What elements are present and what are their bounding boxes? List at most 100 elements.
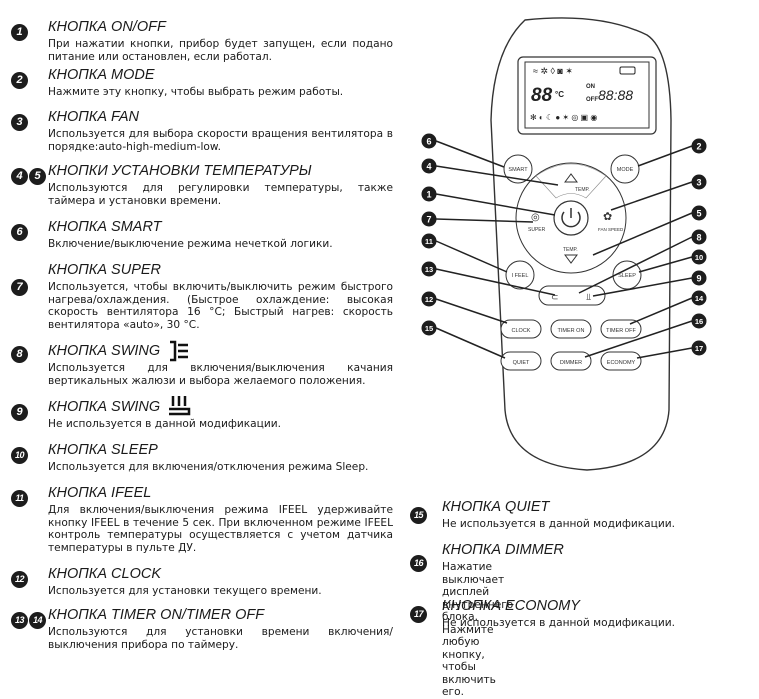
- power-icon: [561, 208, 581, 228]
- item-desc: Используется, чтобы включить/выключить р…: [48, 281, 393, 331]
- swing-vertical-icon: [170, 340, 188, 362]
- lcd-clock: 88:88: [598, 87, 633, 103]
- economy-button[interactable]: [600, 351, 642, 371]
- timer-off-button[interactable]: [600, 319, 642, 339]
- badge-10: 10: [11, 447, 28, 464]
- lcd-on-label: ON: [586, 84, 595, 90]
- timer-on-button[interactable]: [550, 319, 592, 339]
- super-label: SUPER: [528, 227, 546, 233]
- item-desc: При нажатии кнопки, прибор будет запущен…: [48, 38, 393, 63]
- item-title: КНОПКА SUPER: [48, 262, 162, 278]
- item-desc: Для включения/выключения режима IFEEL уд…: [48, 504, 393, 554]
- callout-12: 12: [425, 295, 433, 304]
- item-title: КНОПКА SWING: [48, 399, 161, 415]
- quiet-label: QUIET: [513, 360, 530, 366]
- item-desc: Не используется в данной модификации.: [442, 617, 676, 629]
- item-title: КНОПКА TIMER ON/TIMER OFF: [48, 607, 265, 623]
- svg-text:≈ ✲ ◊ ◙ ✶: ≈ ✲ ◊ ◙ ✶: [533, 66, 573, 76]
- timer-on-label: TIMER ON: [558, 328, 585, 334]
- callout-7: 7: [426, 215, 431, 225]
- badge-11: 11: [11, 490, 28, 507]
- callout-badges: 6 4 1 7 11 13 12 15 2 3 5 8 10 9 14 16 1…: [421, 133, 707, 356]
- callout-lines: [435, 140, 693, 359]
- item-desc: Не используется в данной модификации.: [442, 518, 676, 530]
- callout-13: 13: [425, 265, 433, 274]
- smart-label: SMART: [508, 167, 528, 173]
- callout-5: 5: [696, 209, 701, 219]
- swing-vertical-small-icon: ⊂: [551, 292, 559, 302]
- callout-10: 10: [695, 253, 703, 262]
- callout-6: 6: [426, 137, 431, 147]
- badge-14: 14: [29, 612, 46, 629]
- badge-16: 16: [410, 555, 427, 572]
- sleep-button[interactable]: [612, 260, 642, 290]
- swing-button[interactable]: [538, 285, 606, 306]
- badge-15: 15: [410, 507, 427, 524]
- remote-diagram: ≈ ✲ ◊ ◙ ✶ 88 °C ON OFF 88:88 ✻ ◐ ☾ ● ✶ ◎…: [421, 17, 707, 471]
- item-title: КНОПКА SMART: [48, 219, 162, 235]
- fan-label: FAN SPEED: [598, 227, 624, 232]
- smart-button[interactable]: [503, 154, 533, 184]
- timer-off-label: TIMER OFF: [606, 328, 636, 334]
- badge-6: 6: [11, 224, 28, 241]
- item-desc: Используется для выбора скорости вращени…: [48, 128, 393, 153]
- lcd-temp-unit: °C: [555, 90, 564, 99]
- swing-horizontal-icon: [169, 396, 191, 416]
- item-desc: Не используется в данной модификации.: [48, 418, 282, 430]
- item-desc: Используется для установки текущего врем…: [48, 585, 322, 597]
- callout-2: 2: [696, 142, 701, 152]
- badge-3: 3: [11, 114, 28, 131]
- badge-17: 17: [410, 606, 427, 623]
- callout-14: 14: [695, 294, 704, 303]
- temp-up-label: TEMP.: [575, 187, 590, 193]
- lcd-screen: [524, 61, 650, 129]
- badge-1: 1: [11, 24, 28, 41]
- item-title: КНОПКА ON/OFF: [48, 19, 166, 35]
- sleep-label: SLEEP: [618, 273, 636, 279]
- callout-8: 8: [696, 233, 701, 243]
- mode-button[interactable]: [610, 154, 640, 184]
- callout-9: 9: [696, 274, 701, 284]
- item-desc: Используется для включения/отключения ре…: [48, 461, 369, 473]
- clock-button[interactable]: [500, 319, 542, 339]
- fan-icon: ✿: [603, 211, 612, 223]
- item-title: КНОПКА FAN: [48, 109, 139, 125]
- item-desc: Включение/выключение режима нечеткой лог…: [48, 238, 333, 250]
- ifeel-button[interactable]: [505, 260, 535, 290]
- badge-5: 5: [29, 168, 46, 185]
- lcd-temperature: 88: [531, 85, 553, 106]
- item-title: КНОПКИ УСТАНОВКИ ТЕМПЕРАТУРЫ: [48, 163, 312, 179]
- item-title: КНОПКА QUIET: [442, 499, 550, 515]
- temp-down-label: TEMP.: [563, 247, 578, 253]
- ifeel-label: I FEEL: [512, 273, 529, 279]
- badge-13: 13: [11, 612, 28, 629]
- super-icon: ◎: [531, 212, 540, 223]
- quiet-button[interactable]: [500, 351, 542, 371]
- badge-9: 9: [11, 404, 28, 421]
- item-title: КНОПКА SWING: [48, 343, 161, 359]
- callout-1: 1: [426, 190, 431, 200]
- callout-16: 16: [695, 317, 703, 326]
- item-title: КНОПКА IFEEL: [48, 485, 152, 501]
- badge-2: 2: [11, 72, 28, 89]
- item-desc: Нажмите эту кнопку, чтобы выбрать режим …: [48, 86, 344, 98]
- swing-horizontal-small-icon: ⫫: [585, 292, 591, 302]
- badge-8: 8: [11, 346, 28, 363]
- badge-7: 7: [11, 279, 28, 296]
- temp-up-button[interactable]: [535, 163, 607, 199]
- callout-3: 3: [696, 178, 701, 188]
- clock-label: CLOCK: [512, 328, 531, 334]
- economy-label: ECONOMY: [607, 360, 636, 366]
- item-desc: Используются для регулировки температуры…: [48, 182, 393, 207]
- item-desc: Нажатие выключает дисплей внутреннего бл…: [442, 561, 514, 698]
- badge-4: 4: [11, 168, 28, 185]
- item-title: КНОПКА SLEEP: [48, 442, 158, 458]
- lcd-top-icons: ≈ ✲ ◊ ◙ ✶: [533, 66, 636, 76]
- dimmer-button[interactable]: [550, 351, 592, 371]
- item-desc: Используется для включения/выключения ка…: [48, 362, 393, 387]
- callout-15: 15: [425, 324, 433, 333]
- temp-down-icon: [564, 254, 578, 264]
- callout-11: 11: [425, 237, 433, 246]
- item-title: КНОПКА CLOCK: [48, 566, 162, 582]
- item-title: КНОПКА ECONOMY: [442, 598, 580, 614]
